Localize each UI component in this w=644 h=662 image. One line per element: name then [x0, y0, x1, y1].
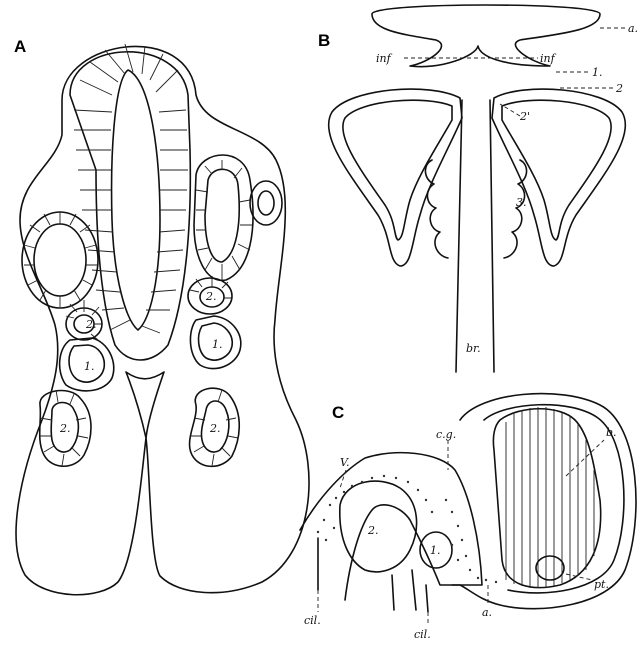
panel-b-label-inf-left: inf [376, 52, 393, 65]
panel-a-label-1-right: 1. [212, 338, 223, 351]
panel-c-label-1: 1. [430, 544, 441, 557]
panel-c-label-a: a. [482, 606, 492, 619]
panel-b-label-inf-right: inf [540, 52, 557, 65]
notochord [126, 372, 164, 438]
panel-c-leaders [318, 440, 604, 626]
panel-b-label-3: 3. [516, 196, 527, 209]
panel-b-left-sac [329, 89, 462, 266]
panel-c-label-cg: c.g. [436, 428, 456, 441]
panel-b-label-2: 2 [615, 82, 623, 95]
panel-a-letter: A [14, 37, 26, 56]
panel-b-left-lobes [425, 160, 448, 258]
left-vesicles [60, 300, 114, 391]
panel-c-left-tissue [300, 453, 482, 600]
panel-c-striated-body [493, 409, 600, 588]
panel-b: B a. inf inf 1. 2 2' 3. br. [318, 5, 638, 372]
panel-b-label-2-prime: 2' [519, 110, 530, 123]
panel-b-letter: B [318, 31, 330, 50]
panel-c-label-2: 2. [367, 524, 379, 537]
panel-b-label-a: a. [628, 22, 638, 35]
panel-c-label-V: V. [340, 456, 350, 469]
panel-b-left-sac-inner [343, 100, 452, 240]
panel-a-label-2-left: 2. [85, 318, 97, 331]
panel-a-label-2-lower-right: 2. [209, 422, 221, 435]
panel-b-right-sac-inner [502, 100, 611, 240]
panel-b-label-br: br. [466, 342, 481, 355]
panel-b-top-band [372, 5, 600, 67]
panel-a-label-2-right: 2. [205, 290, 217, 303]
panel-b-right-sac [492, 89, 625, 266]
panel-c-striations [506, 407, 594, 588]
panel-a: A [14, 37, 309, 595]
neural-tube-cells [74, 44, 188, 333]
panel-c-label-pt: pt. [594, 578, 609, 591]
panel-a-label-1-left: 1. [84, 360, 95, 373]
panel-b-label-1: 1. [592, 66, 603, 79]
panel-b-central-tube [456, 100, 494, 372]
panel-c-pituitary-lumen [536, 556, 564, 580]
neural-tube-lumen [112, 70, 160, 330]
panel-b-right-lobes [504, 160, 527, 258]
panel-c-label-b: b. [606, 426, 617, 439]
panel-c-label-cil-left: cil. [304, 614, 321, 627]
panel-a-body-outline [16, 46, 309, 594]
neural-tube-outer [70, 52, 190, 360]
panel-a-label-2-lower-left: 2. [59, 422, 71, 435]
panel-c-letter: C [332, 403, 344, 422]
panel-c-label-cil-right: cil. [414, 628, 431, 641]
panel-c-stipple [317, 475, 497, 583]
left-somite-ring [22, 212, 98, 308]
right-somite [194, 155, 282, 280]
panel-c-cilia-stalks [318, 538, 428, 612]
panel-c: C V. c.g. b. [300, 394, 636, 641]
